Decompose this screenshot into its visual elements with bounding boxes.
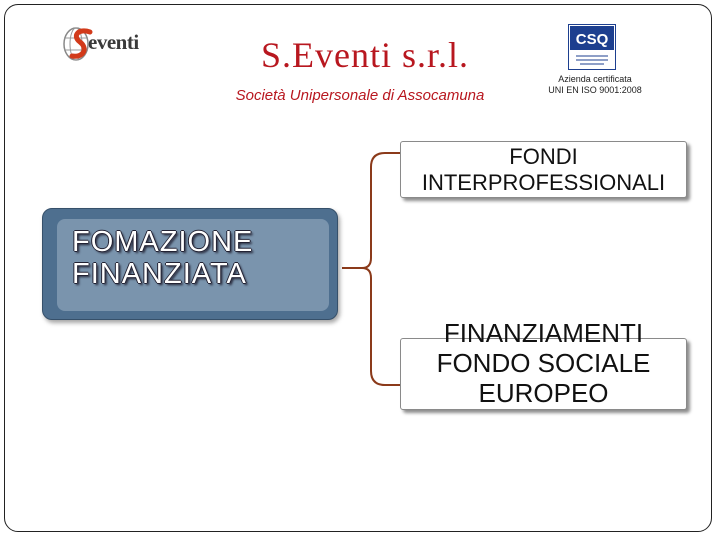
branch1-line-2: INTERPROFESSIONALI bbox=[421, 170, 666, 195]
company-name: S.Eventi s.r.l. bbox=[260, 35, 469, 75]
main-topic-line-2: FINANZIATA bbox=[72, 258, 247, 290]
logo-wordmark: eventi bbox=[88, 30, 139, 54]
main-topic-box-inner bbox=[57, 219, 329, 311]
main-topic-box bbox=[42, 208, 338, 320]
branch2-line-1: FINANZIAMENTI bbox=[443, 318, 644, 348]
branch1-line-1: FONDI bbox=[509, 144, 578, 169]
slide-frame bbox=[4, 4, 712, 532]
connector-bottom-branch bbox=[361, 267, 400, 386]
main-topic-label: FOMAZIONE FINANZIATA bbox=[72, 226, 332, 290]
cert-label: Azienda certificata bbox=[558, 74, 632, 84]
branch-box-fondi bbox=[400, 141, 687, 198]
globe-s-logo-icon bbox=[63, 27, 93, 61]
branch2-line-3: EUROPEO bbox=[478, 378, 609, 408]
connector-top-branch bbox=[361, 152, 400, 269]
cert-standard: UNI EN ISO 9001:2008 bbox=[548, 85, 642, 95]
company-subtitle: Società Unipersonale di Assocamuna bbox=[235, 87, 485, 104]
main-topic-line-1: FOMAZIONE bbox=[72, 226, 254, 258]
csq-certification-badge-icon: CSQ bbox=[568, 24, 616, 70]
branch-label-fondi: FONDI INTERPROFESSIONALI bbox=[400, 144, 687, 196]
company-logo: eventi bbox=[60, 22, 170, 66]
branch-label-fse: FINANZIAMENTI FONDO SOCIALE EUROPEO bbox=[400, 318, 687, 408]
cert-badge-text: CSQ bbox=[576, 31, 609, 48]
branch-box-fse bbox=[400, 338, 687, 410]
branch2-line-2: FONDO SOCIALE bbox=[436, 348, 651, 378]
